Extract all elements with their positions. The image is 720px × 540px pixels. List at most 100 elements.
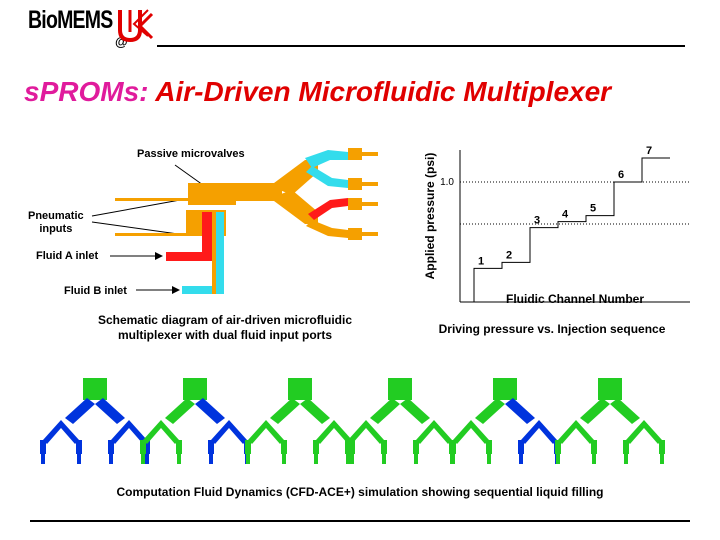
footer-rule bbox=[30, 520, 690, 522]
outlet-line-1 bbox=[362, 152, 378, 156]
pneumatic-line-lower bbox=[115, 233, 190, 236]
sim-leaf-outlet bbox=[451, 454, 455, 464]
sim-leaf-channel bbox=[144, 440, 150, 454]
fluid-b-channel-shadow bbox=[212, 212, 216, 294]
sim-leaf-outlet bbox=[246, 454, 250, 464]
outlet-3 bbox=[348, 198, 362, 210]
chip-branch-upper bbox=[270, 160, 318, 195]
sim-frame-5 bbox=[450, 378, 560, 464]
chart-step-label-6: 6 bbox=[618, 169, 624, 181]
sim-leaf-channel bbox=[245, 440, 251, 454]
chart-caption: Driving pressure vs. Injection sequence bbox=[438, 322, 666, 336]
sim-sub-branch-1 bbox=[248, 420, 284, 444]
sim-root-block bbox=[83, 378, 107, 400]
sim-leaf-outlet bbox=[414, 454, 418, 464]
sim-root-block bbox=[183, 378, 207, 400]
fluid-a-branch-lower bbox=[306, 220, 348, 238]
logo-text: BioMEMS bbox=[28, 6, 113, 34]
sim-leaf-outlet bbox=[487, 454, 491, 464]
sim-leaf-channel bbox=[208, 440, 214, 454]
sim-leaf-channel bbox=[76, 440, 82, 454]
sim-left-branch bbox=[165, 398, 195, 424]
chart-step-label-1: 1 bbox=[478, 255, 484, 267]
sim-sub-branch-1 bbox=[43, 420, 79, 444]
chart-xlabel: Fluidic Channel Number bbox=[506, 292, 645, 306]
sim-leaf-outlet bbox=[350, 454, 354, 464]
title-acronym: sPROMs: bbox=[24, 76, 149, 107]
sim-leaf-outlet bbox=[519, 454, 523, 464]
pneumatic-label-line1: Pneumatic bbox=[28, 210, 84, 222]
sim-leaf-outlet bbox=[109, 454, 113, 464]
outlet-line-2 bbox=[362, 182, 378, 186]
sim-leaf-outlet bbox=[77, 454, 81, 464]
fluid-b-branch-mid bbox=[306, 166, 348, 188]
fluid-b-inlet-label: Fluid B inlet bbox=[64, 285, 127, 297]
sim-right-branch bbox=[505, 398, 535, 424]
sim-leaf-channel bbox=[345, 440, 351, 454]
sim-root-block bbox=[288, 378, 312, 400]
outlet-4 bbox=[348, 228, 362, 240]
university-logo-icon bbox=[118, 9, 154, 43]
fluid-a-branch-upper bbox=[308, 198, 348, 220]
sim-sub-branch-2 bbox=[521, 420, 557, 444]
sim-root-block bbox=[493, 378, 517, 400]
chart-step-label-5: 5 bbox=[590, 203, 596, 215]
schematic-caption: Schematic diagram of air-driven microflu… bbox=[60, 313, 390, 343]
sim-root-block bbox=[598, 378, 622, 400]
fluid-a-channel-vertical bbox=[202, 212, 212, 260]
pneumatic-pointer-line-2 bbox=[91, 221, 179, 235]
sim-frame-4 bbox=[345, 378, 455, 464]
pneumatic-line-upper bbox=[115, 198, 190, 201]
sim-leaf-channel bbox=[413, 440, 419, 454]
sim-sub-branch-1 bbox=[143, 420, 179, 444]
sim-root-block bbox=[388, 378, 412, 400]
sim-left-branch bbox=[270, 398, 300, 424]
sim-leaf-channel bbox=[659, 440, 665, 454]
sim-leaf-outlet bbox=[660, 454, 664, 464]
sim-leaf-channel bbox=[140, 440, 146, 454]
sim-leaf-channel bbox=[555, 440, 561, 454]
chart-step-label-4: 4 bbox=[562, 209, 569, 221]
sim-right-branch bbox=[610, 398, 640, 424]
fluid-b-channel-vertical bbox=[216, 212, 224, 294]
chip-branch-lower bbox=[270, 190, 318, 224]
chart-step-label-2: 2 bbox=[506, 249, 512, 261]
sim-leaf-channel bbox=[281, 440, 287, 454]
sim-right-branch bbox=[300, 398, 330, 424]
title-text: Air-Driven Microfluidic Multiplexer bbox=[155, 76, 612, 107]
sim-sub-branch-1 bbox=[453, 420, 489, 444]
sim-leaf-outlet bbox=[145, 454, 149, 464]
sim-leaf-outlet bbox=[177, 454, 181, 464]
outlet-line-3 bbox=[362, 202, 378, 206]
sim-left-branch bbox=[475, 398, 505, 424]
sim-leaf-outlet bbox=[346, 454, 350, 464]
chart-step-label-3: 3 bbox=[534, 215, 540, 227]
sim-leaf-channel bbox=[623, 440, 629, 454]
sim-frame-3 bbox=[245, 378, 355, 464]
outlet-1 bbox=[348, 148, 362, 160]
passive-microvalves-label: Passive microvalves bbox=[137, 148, 245, 160]
sim-frame-2 bbox=[140, 378, 250, 464]
sim-leaf-channel bbox=[518, 440, 524, 454]
sim-sub-branch-2 bbox=[626, 420, 662, 444]
sim-leaf-outlet bbox=[592, 454, 596, 464]
fluid-a-channel-horizontal bbox=[166, 252, 212, 261]
sim-sub-branch-1 bbox=[558, 420, 594, 444]
pneumatic-inputs-label: Pneumatic inputs bbox=[28, 210, 84, 236]
sim-leaf-channel bbox=[381, 440, 387, 454]
outlet-line-4 bbox=[362, 232, 378, 236]
simulation-caption: Computation Fluid Dynamics (CFD-ACE+) si… bbox=[116, 485, 604, 499]
sim-right-branch bbox=[400, 398, 430, 424]
chart-ytick-label: 1.0 bbox=[440, 177, 454, 188]
sim-leaf-channel bbox=[108, 440, 114, 454]
schematic-caption-line1: Schematic diagram of air-driven microflu… bbox=[97, 313, 353, 327]
sim-leaf-channel bbox=[591, 440, 597, 454]
sim-leaf-outlet bbox=[556, 454, 560, 464]
sim-sub-branch-1 bbox=[348, 420, 384, 444]
sim-sub-branch-2 bbox=[316, 420, 352, 444]
sim-sub-branch-2 bbox=[211, 420, 247, 444]
sim-leaf-channel bbox=[450, 440, 456, 454]
